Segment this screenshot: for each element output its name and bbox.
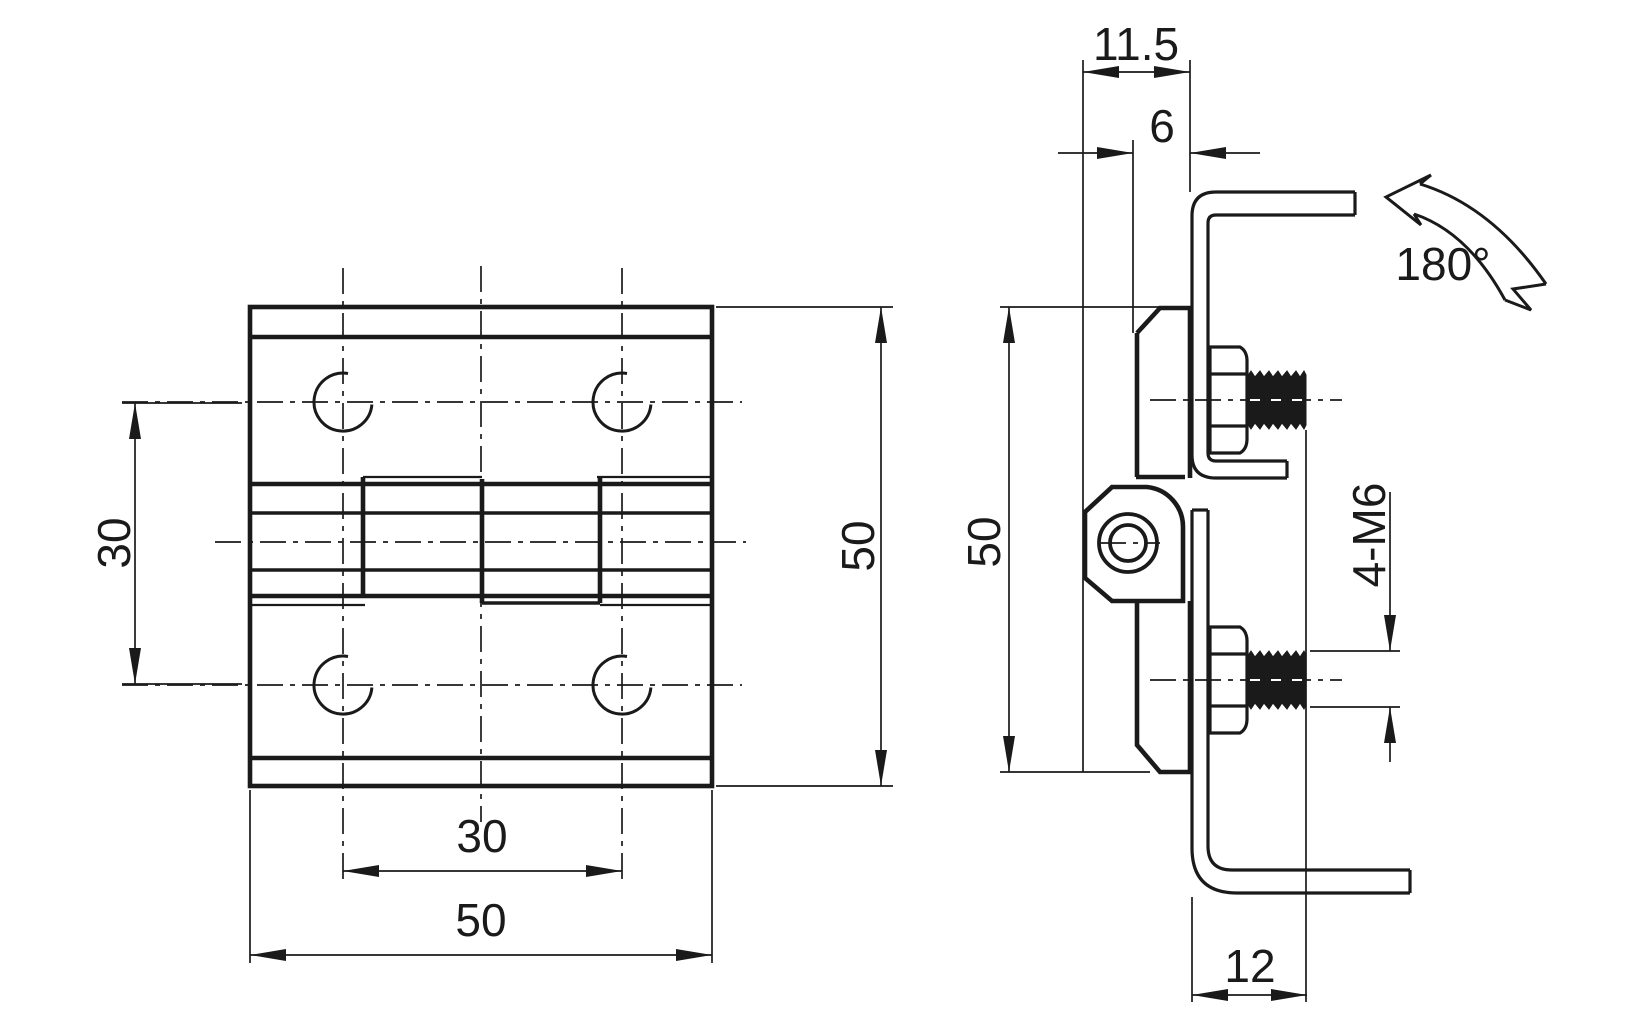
arrowhead [1003,307,1015,343]
lower-panel-inner [1206,510,1410,872]
dim-label: 50 [455,894,506,946]
dim-label: 50 [958,516,1010,567]
mounted-panels [1190,190,1412,895]
hole-top-right [591,371,653,433]
arrowhead [1384,707,1396,743]
dim-label: 30 [456,810,507,862]
rotation-arrow-head-join [1412,173,1432,226]
rotation-arrow-inner-curve [1413,212,1507,301]
front-plate [247,304,715,789]
front-holes [312,371,653,716]
dim-label: 30 [88,517,140,568]
arrowhead [129,403,141,439]
dim-label: 6 [1149,100,1175,152]
dim-knuckle-depth: 11.5 [1083,18,1190,78]
arrowhead [1190,147,1226,159]
dim-label: 12 [1224,940,1275,992]
arrowhead [1003,736,1015,772]
rotation-arrow-head [1383,173,1432,227]
arrowhead [343,865,379,877]
dim-hole-spacing-horizontal: 30 [343,810,622,877]
side-view: 11.5 6 50 12 4 [958,18,1548,1002]
arrowhead [875,750,887,786]
hole-bottom-right [591,654,653,716]
dim-side-height: 50 [958,307,1015,772]
plate-outline [247,304,715,789]
dim-label: 50 [832,520,884,571]
lower-panel-outer [1190,510,1410,895]
rotation-arrow-tail [1504,282,1547,312]
dim-leaf-offset: 6 [1058,100,1260,159]
fasteners [1208,345,1307,735]
arrowhead [586,865,622,877]
dim-label: 180° [1395,238,1490,290]
lower-leaf-outline [1134,601,1193,775]
arrowhead [1097,147,1133,159]
hole-top-left [312,371,374,433]
upper-panel-inner [1206,213,1355,463]
pin-outer-circle [1097,512,1159,574]
dim-front-height: 50 [716,306,893,787]
arrowhead [129,648,141,684]
arrowhead [250,949,286,961]
arrowhead [1083,66,1119,78]
hole-bottom-left [312,654,374,716]
arrowhead [1154,66,1190,78]
upper-leaf-outline [1135,305,1193,478]
hinge-leaf-profile [1082,305,1193,775]
dim-hole-spacing-vertical: 30 [88,402,242,685]
arrowhead [875,307,887,343]
arrowhead [676,949,712,961]
arrowhead [1192,989,1228,1001]
opening-angle-callout: 180° [1383,173,1548,312]
arrowhead [1384,615,1396,651]
side-reference-lines [1000,60,1400,1002]
pin-inner-circle [1108,523,1148,563]
rotation-arrow-outer-curve [1419,182,1548,285]
arrowhead [1271,989,1307,1001]
upper-panel-outer [1190,190,1355,480]
dim-label: 4-M6 [1343,483,1395,588]
knuckle-outline [1082,484,1186,604]
dim-label: 11.5 [1093,18,1179,70]
hex-nut-upper [1208,345,1249,455]
hex-nut-lower [1208,625,1249,735]
front-view: 30 50 30 50 [88,266,893,963]
dim-thread-spec: 4-M6 [1343,483,1396,762]
dim-front-width: 50 [249,790,713,963]
dim-bolt-protrusion: 12 [1192,940,1307,1001]
